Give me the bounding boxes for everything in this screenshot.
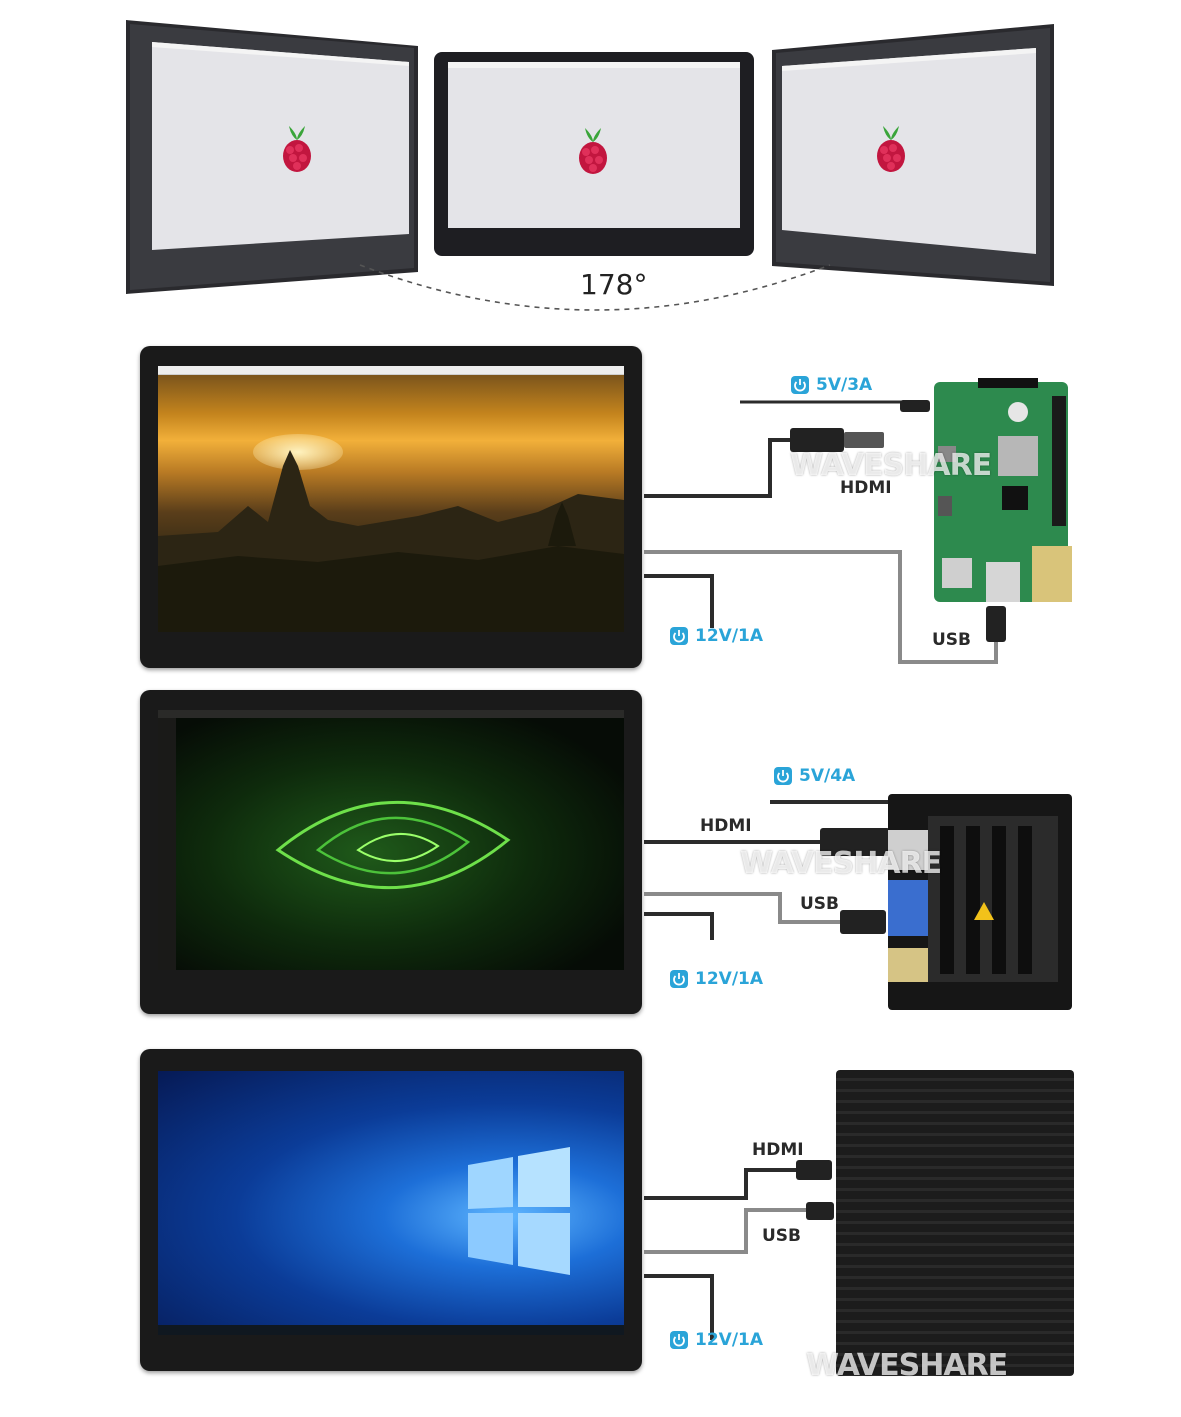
sun-glow xyxy=(253,434,343,470)
windows-wallpaper xyxy=(158,1071,624,1335)
monitor-left xyxy=(126,20,418,294)
nvidia-eye-graphic xyxy=(275,800,511,890)
power-monitor-value: 12V/1A xyxy=(695,1330,764,1350)
watermark: WAVESHARE xyxy=(806,1348,1008,1383)
power-board-label: 5V/4A xyxy=(773,766,855,786)
windows-taskbar xyxy=(158,1325,624,1335)
power-icon xyxy=(774,767,792,785)
raspberry-logo-icon xyxy=(877,126,905,172)
hdmi-label: HDMI xyxy=(840,478,892,498)
power-monitor-label: 12V/1A xyxy=(669,969,763,989)
cables-raspberry xyxy=(644,400,1006,664)
watermark: WAVESHARE xyxy=(740,846,942,881)
power-icon xyxy=(670,970,688,988)
monitor-right xyxy=(772,24,1054,286)
desktop-launcher xyxy=(158,718,176,970)
viewing-angle-label: 178° xyxy=(580,268,648,301)
usb-label: USB xyxy=(800,894,840,914)
angle-arc xyxy=(359,264,831,311)
power-icon xyxy=(791,376,809,394)
monitor-jetson xyxy=(140,690,642,1014)
usb-label: USB xyxy=(762,1226,802,1246)
power-monitor-value: 12V/1A xyxy=(695,626,764,646)
power-icon xyxy=(670,1331,688,1349)
usb-label: USB xyxy=(932,630,972,650)
hdmi-label: HDMI xyxy=(752,1140,804,1160)
monitor-windows xyxy=(140,1049,642,1371)
nvidia-wallpaper xyxy=(158,710,624,970)
temple-silhouette xyxy=(158,450,624,632)
sunset-wallpaper xyxy=(158,366,624,632)
cables-pc xyxy=(644,1160,834,1340)
power-monitor-label: 12V/1A xyxy=(669,1330,763,1350)
power-board-value: 5V/3A xyxy=(816,375,873,395)
cables-jetson xyxy=(644,800,890,940)
raspberry-logo-icon xyxy=(283,126,311,172)
jetson-board xyxy=(888,794,1072,1010)
desktop-topbar xyxy=(158,710,624,718)
desktop-taskbar xyxy=(158,366,624,375)
mini-pc xyxy=(836,1070,1074,1376)
power-monitor-label: 12V/1A xyxy=(669,626,763,646)
power-board-value: 5V/4A xyxy=(799,766,856,786)
power-monitor-value: 12V/1A xyxy=(695,969,764,989)
power-icon xyxy=(670,627,688,645)
watermark: WAVESHARE xyxy=(790,448,992,483)
power-board-label: 5V/3A xyxy=(790,375,872,395)
hdmi-label: HDMI xyxy=(700,816,752,836)
raspberry-logo-icon xyxy=(579,128,607,174)
raspberry-pi-board xyxy=(934,378,1072,602)
windows-logo-icon xyxy=(468,1147,570,1275)
monitor-raspberry xyxy=(140,346,642,668)
